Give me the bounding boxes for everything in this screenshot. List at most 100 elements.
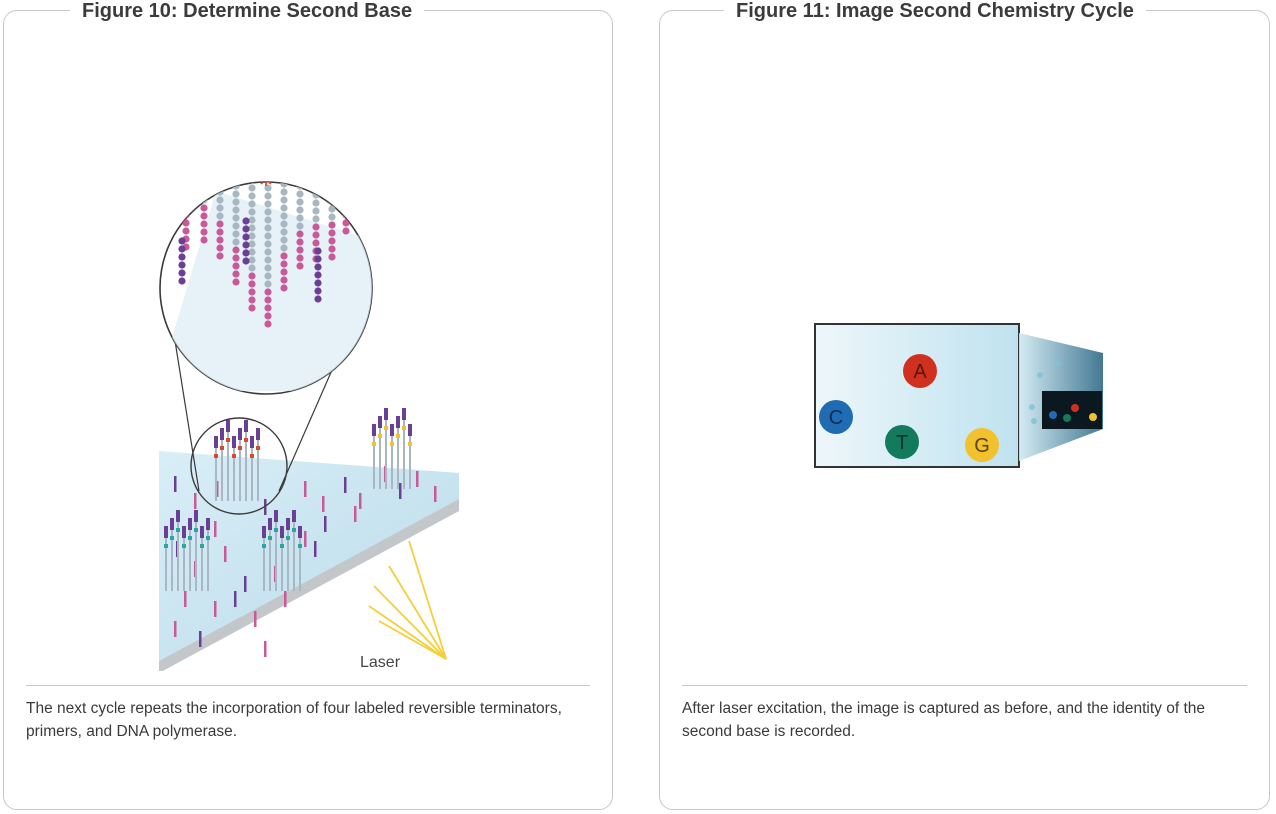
cluster-strand — [293, 520, 295, 591]
bead — [232, 174, 239, 181]
cluster-strand — [233, 446, 235, 501]
cluster-strand — [299, 536, 301, 591]
cluster-strand — [245, 430, 247, 501]
bead — [264, 264, 272, 272]
cluster-tip — [244, 420, 248, 432]
bead — [242, 225, 250, 233]
bead — [178, 245, 186, 253]
surface-strand — [184, 591, 187, 607]
purple-bead — [292, 135, 300, 143]
surface-strand — [174, 476, 177, 492]
bead — [216, 252, 224, 260]
bead — [200, 172, 207, 179]
bead — [182, 227, 190, 235]
surface-strand — [359, 493, 362, 509]
cluster-label — [250, 454, 254, 458]
cluster-tip — [408, 424, 412, 436]
bead — [216, 156, 223, 163]
cluster-label — [170, 536, 174, 540]
sensor-dot-t — [1063, 414, 1071, 422]
base-t-letter: T — [896, 432, 908, 454]
purple-bead — [260, 159, 268, 167]
bead — [264, 152, 271, 159]
bead — [312, 182, 320, 183]
small-cluster-circle — [190, 417, 288, 515]
purple-bead — [292, 159, 300, 167]
bead — [328, 213, 336, 221]
bead — [232, 254, 240, 262]
figure-11-caption: After laser excitation, the image is cap… — [682, 700, 1205, 740]
base-a-letter: A — [913, 361, 927, 383]
cluster-label — [238, 446, 242, 450]
purple-bead — [276, 159, 284, 167]
bead — [314, 295, 322, 303]
bead — [232, 214, 240, 222]
purple-bead — [260, 143, 268, 151]
laser-beam — [378, 620, 447, 660]
bead — [232, 206, 240, 214]
bead — [280, 140, 287, 147]
cluster-tip — [238, 428, 242, 440]
cluster-strand — [257, 438, 259, 501]
bead — [232, 278, 240, 286]
cluster-strand — [221, 438, 223, 501]
bead — [314, 287, 322, 295]
cluster-strand — [201, 536, 203, 591]
bead — [342, 187, 350, 195]
surface-strand — [399, 483, 402, 499]
purple-bead — [276, 143, 284, 151]
bead — [178, 269, 186, 277]
figure-10-caption: The next cycle repeats the incorporation… — [26, 700, 562, 740]
cluster-strand — [287, 528, 289, 591]
bead — [280, 276, 288, 284]
bead — [178, 253, 186, 261]
bead — [178, 277, 186, 285]
base-g-letter: G — [974, 435, 990, 457]
base-c: C — [819, 400, 853, 434]
bead — [248, 200, 256, 208]
bead — [264, 256, 272, 264]
purple-bead — [252, 167, 260, 175]
bead — [216, 212, 224, 220]
laser-beam — [368, 605, 447, 660]
cluster-label — [286, 536, 290, 540]
cluster-tip — [182, 526, 186, 538]
cluster-label — [226, 438, 230, 442]
fluor-label — [249, 124, 263, 138]
bead — [216, 172, 223, 179]
surface-strand — [314, 541, 317, 557]
cluster-label — [390, 442, 394, 446]
bead — [312, 231, 320, 239]
cluster-tip — [176, 510, 180, 522]
sensor-dot-g — [1089, 413, 1097, 421]
purple-bead — [268, 159, 276, 167]
bead — [182, 219, 190, 227]
cluster-tip — [188, 518, 192, 530]
bead — [264, 240, 272, 248]
bead — [200, 228, 208, 236]
laser-beam — [373, 585, 447, 660]
figure-11-illustration: A C T G — [814, 323, 1103, 468]
figure-11-title: Figure 11: Image Second Chemistry Cycle — [724, 0, 1146, 23]
bead — [200, 236, 208, 244]
surface-strand — [194, 493, 197, 509]
bead — [264, 192, 272, 200]
cluster-tip — [280, 526, 284, 538]
bead — [216, 204, 224, 212]
bead — [248, 272, 256, 280]
bead — [232, 246, 240, 254]
cluster-tip — [170, 518, 174, 530]
bead — [312, 223, 320, 231]
bead — [200, 182, 208, 188]
bead — [264, 224, 272, 232]
cluster-tip — [384, 408, 388, 420]
bead — [232, 142, 239, 149]
surface-strand — [174, 621, 177, 637]
surface-strand — [264, 641, 267, 657]
cluster-strand — [189, 528, 191, 591]
bead — [264, 232, 272, 240]
sensor-dot-a — [1071, 404, 1079, 412]
fluor-label — [273, 124, 287, 138]
bead — [280, 188, 288, 196]
cluster-strand — [385, 418, 387, 489]
